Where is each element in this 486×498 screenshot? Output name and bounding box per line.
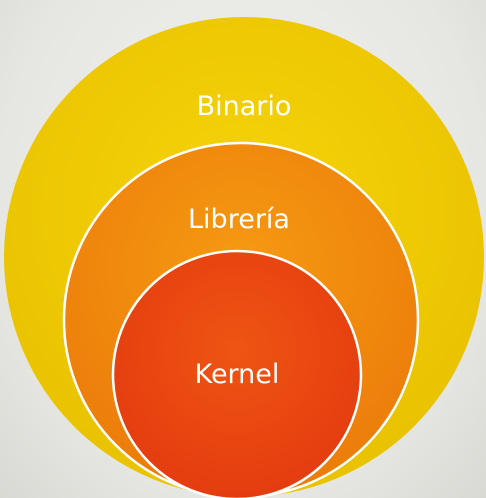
binario-label: Binario	[197, 91, 292, 122]
kernel-circle	[111, 249, 363, 498]
libreria-label: Librería	[188, 204, 290, 235]
kernel-label: Kernel	[195, 359, 280, 390]
